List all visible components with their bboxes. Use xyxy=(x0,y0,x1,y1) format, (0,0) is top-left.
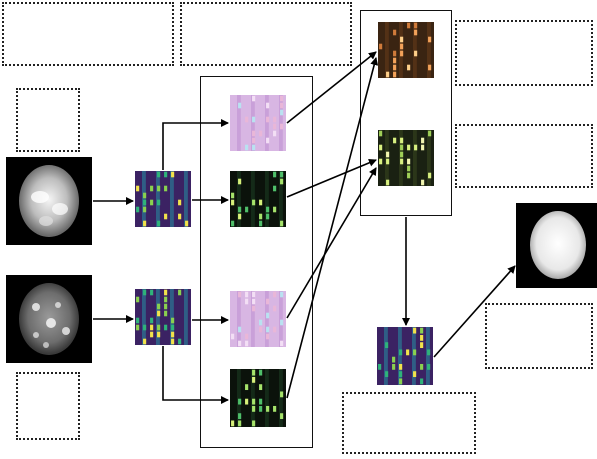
feature-map-a-branch-2 xyxy=(230,171,286,227)
label-box-input-a xyxy=(16,88,80,152)
output-slice-image xyxy=(516,203,597,288)
label-box-output xyxy=(485,303,593,369)
feature-map-a-branch-1 xyxy=(230,95,286,151)
input-slice-b-image xyxy=(6,275,92,363)
label-box-top-center xyxy=(180,2,352,66)
enhanced-map-1 xyxy=(378,22,434,78)
fused-map xyxy=(377,327,433,385)
label-box-top-right-2 xyxy=(455,124,593,188)
label-box-top-left xyxy=(2,2,174,66)
feature-map-b xyxy=(135,289,191,345)
enhanced-map-2 xyxy=(378,130,434,186)
feature-map-b-branch-2 xyxy=(230,369,286,427)
feature-map-b-branch-1 xyxy=(230,291,286,347)
label-box-input-b xyxy=(16,372,80,440)
feature-map-a xyxy=(135,171,191,227)
label-box-top-right-1 xyxy=(455,20,593,86)
label-box-fused xyxy=(342,392,476,454)
input-slice-a-image xyxy=(6,157,92,245)
